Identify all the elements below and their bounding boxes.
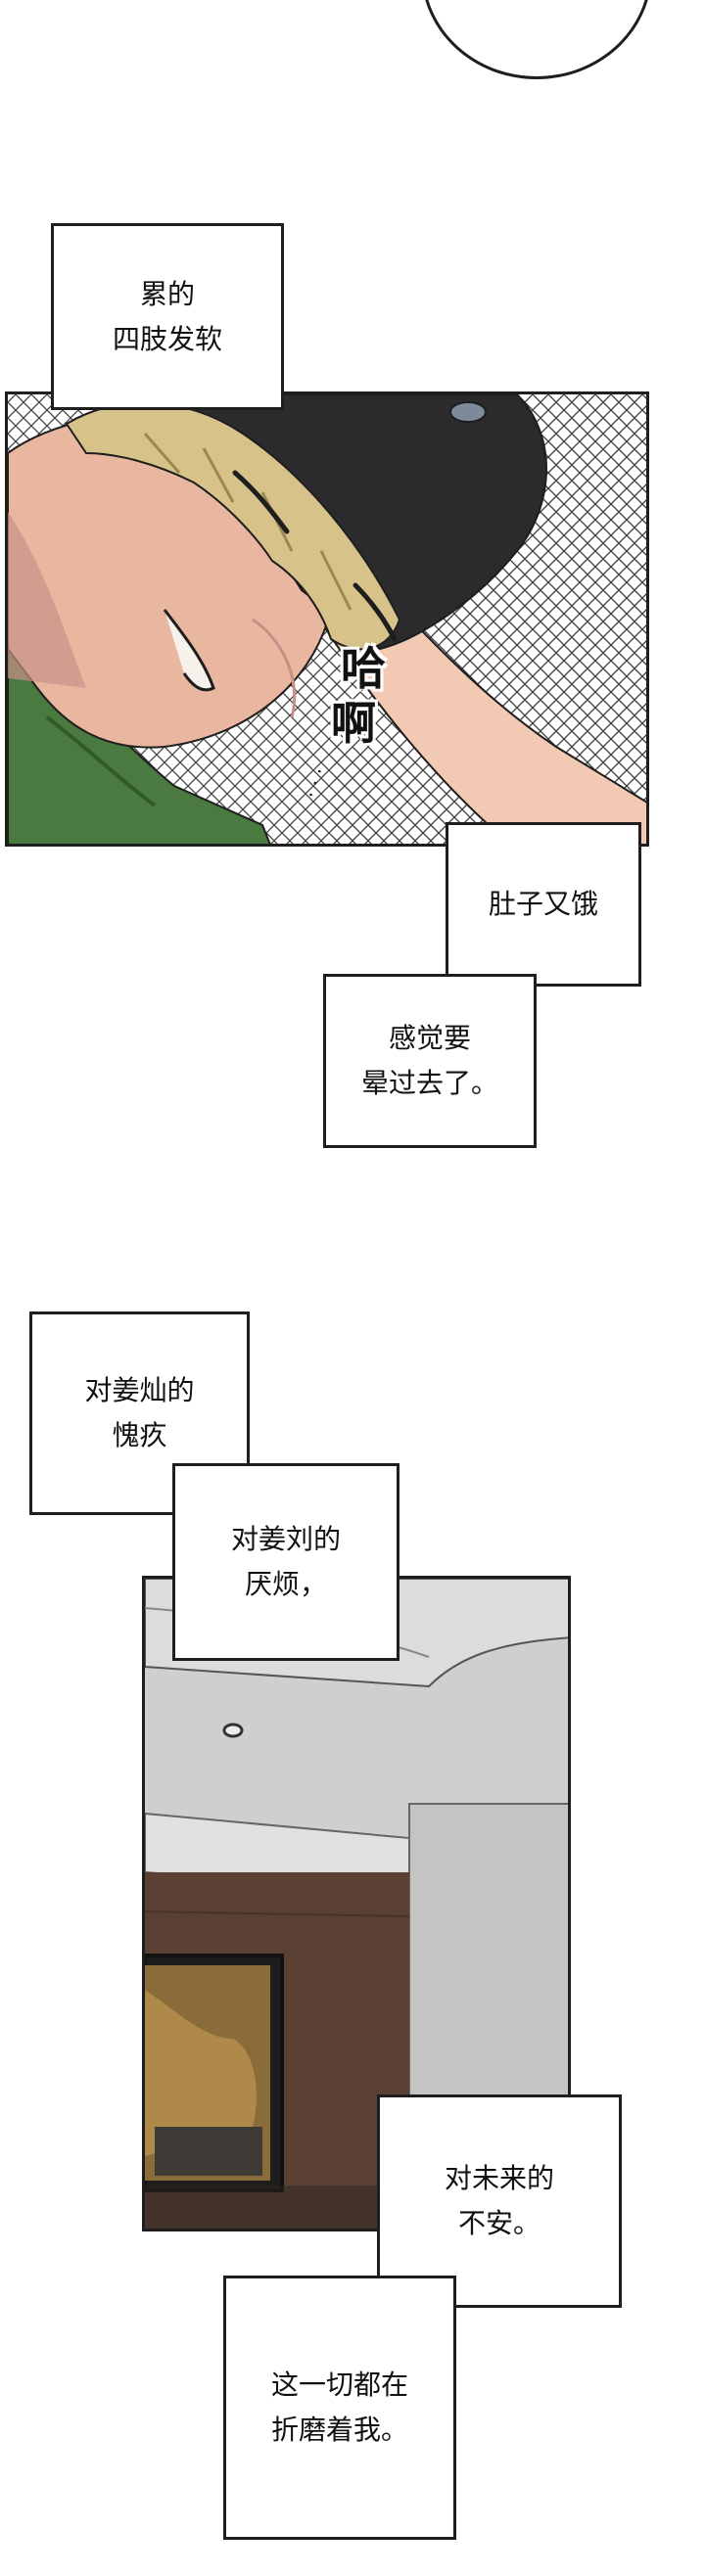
caption-torture: 这一切都在 折磨着我。 [223,2276,456,2540]
caption-faint: 感觉要 晕过去了。 [323,974,537,1148]
caption-future: 对未来的 不安。 [377,2094,622,2308]
caption-tired-limbs: 累的 四肢发软 [51,223,284,410]
blonde-hair [65,401,401,651]
mouth [163,609,215,692]
caption-tired-limbs-text: 累的 四肢发软 [112,277,222,355]
caption-annoyed: 对姜刘的 厌烦， [172,1463,400,1661]
caption-hungry-text: 肚子又饿 [488,888,598,920]
ceiling-light [222,1723,244,1738]
panel-tired-character: 哈 啊 · · · [5,391,649,847]
speech-bubble-fragment [421,0,652,79]
caption-hungry: 肚子又饿 [446,822,641,987]
sfx-ha: 哈 [341,642,386,695]
caption-torture-text: 这一切都在 折磨着我。 [270,2369,408,2446]
caption-guilt: 对姜灿的 愧疚 [29,1311,250,1515]
closed-eye-right [352,582,398,642]
closed-eye-left [232,470,290,534]
caption-future-text: 对未来的 不安。 [444,2162,554,2239]
cap-button [449,401,487,423]
tired-character-illustration [8,394,646,844]
caption-guilt-text: 对姜灿的 愧疚 [84,1374,195,1451]
caption-annoyed-text: 对姜刘的 厌烦， [230,1523,341,1600]
caption-faint-text: 感觉要 晕过去了。 [360,1022,498,1099]
sfx-a: 啊 [331,697,376,750]
